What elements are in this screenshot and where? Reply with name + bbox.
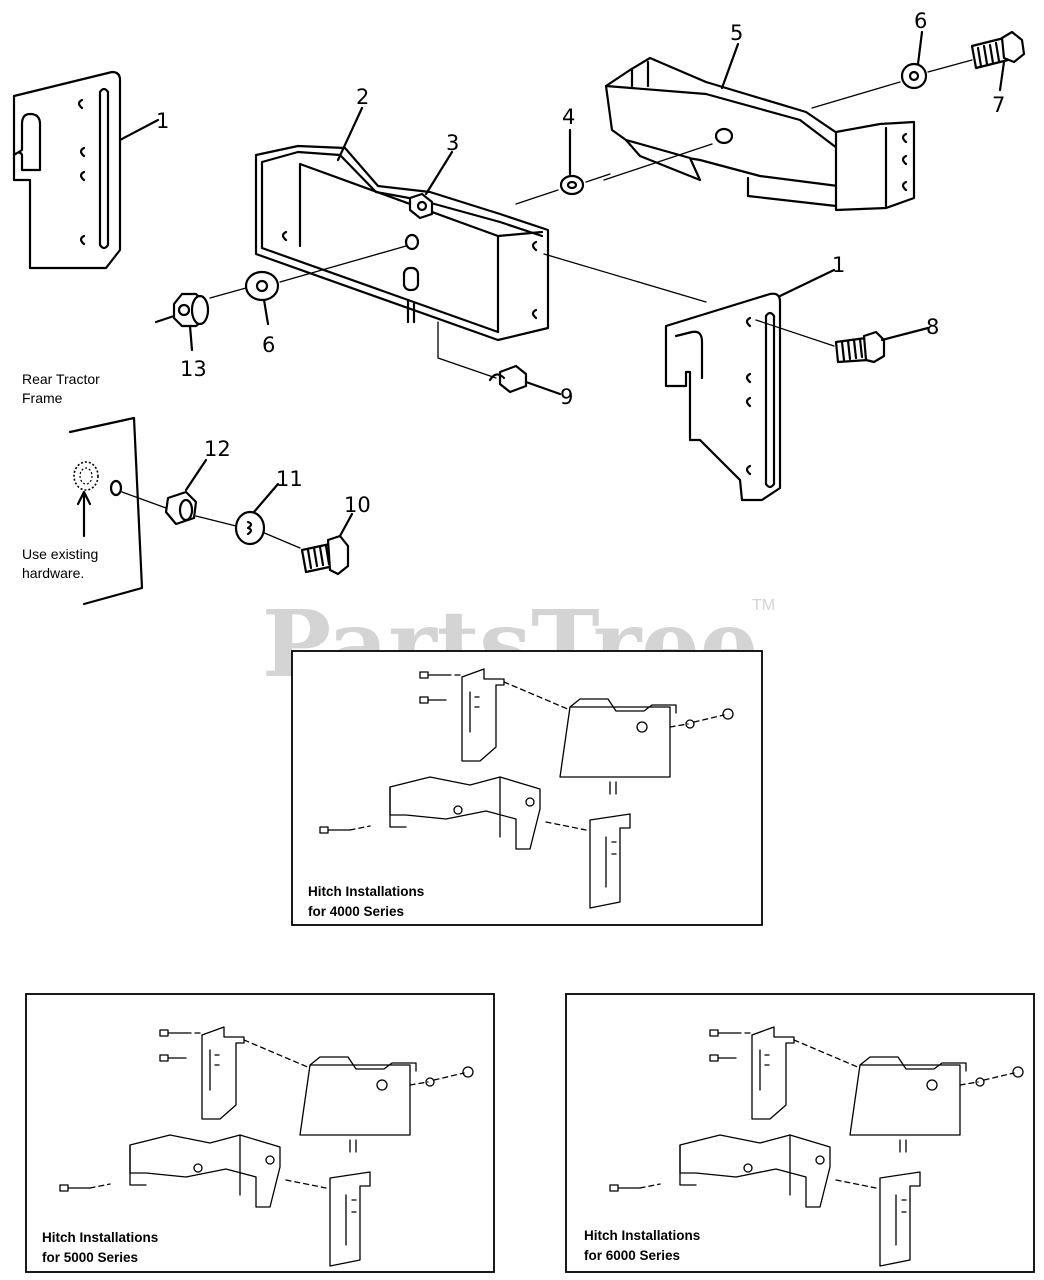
callout-2: 2 [356, 85, 369, 109]
part-8-bolt [834, 330, 886, 364]
part-13-lock-nut [172, 292, 210, 328]
hardware-note-line1: Use existing [22, 546, 98, 562]
part-10-bolt [300, 534, 350, 576]
callout-10: 10 [344, 493, 371, 517]
inset-6000-caption-line1: Hitch Installations [584, 1228, 700, 1243]
part-1-left-bracket [12, 70, 122, 270]
frame-hole [109, 479, 123, 497]
inset-4000-series: Hitch Installations for 4000 Series [291, 650, 763, 926]
inset-6000-caption-line2: for 6000 Series [584, 1248, 680, 1263]
part-9-pin-clip [488, 364, 528, 394]
callout-1-right: 1 [832, 253, 845, 277]
callout-6-upper: 6 [914, 9, 927, 33]
frame-label-line1: Rear Tractor [22, 371, 100, 387]
part-7-bolt-upper [970, 30, 1026, 70]
callout-8: 8 [926, 315, 939, 339]
callout-3: 3 [446, 131, 459, 155]
inset-6000-series: Hitch Installations for 6000 Series [565, 993, 1035, 1273]
callout-5: 5 [730, 21, 743, 45]
callout-4: 4 [562, 105, 575, 129]
callout-7: 7 [992, 93, 1005, 117]
part-6-washer-lower [244, 270, 280, 302]
part-12-spacer [164, 490, 198, 526]
part-6-washer-upper [900, 62, 928, 90]
part-2-drawbar-box [254, 144, 550, 342]
inset-5000-caption-line1: Hitch Installations [42, 1230, 158, 1245]
callout-1-left: 1 [156, 109, 169, 133]
arrow-up-icon [76, 490, 92, 538]
part-3-nut [408, 192, 434, 220]
part-11-washer [234, 510, 266, 546]
callout-6-lower: 6 [262, 333, 275, 357]
inset-5000-series: Hitch Installations for 5000 Series [25, 993, 495, 1273]
callout-13: 13 [180, 357, 207, 381]
frame-label-line2: Frame [22, 390, 63, 406]
rear-tractor-frame [68, 416, 144, 606]
callout-11: 11 [276, 467, 303, 491]
inset-4000-caption-line1: Hitch Installations [308, 884, 424, 899]
callout-12: 12 [204, 437, 231, 461]
watermark-trademark: TM [752, 597, 775, 614]
part-1-right-bracket [664, 292, 782, 502]
part-4-washer [559, 174, 585, 196]
inset-5000-caption-line2: for 5000 Series [42, 1250, 138, 1265]
inset-4000-caption-line2: for 4000 Series [308, 904, 404, 919]
hardware-note-line2: hardware. [22, 565, 84, 581]
existing-hardware-dotted [73, 461, 99, 491]
part-5-hitch-plate [604, 56, 916, 212]
callout-9: 9 [560, 385, 573, 409]
